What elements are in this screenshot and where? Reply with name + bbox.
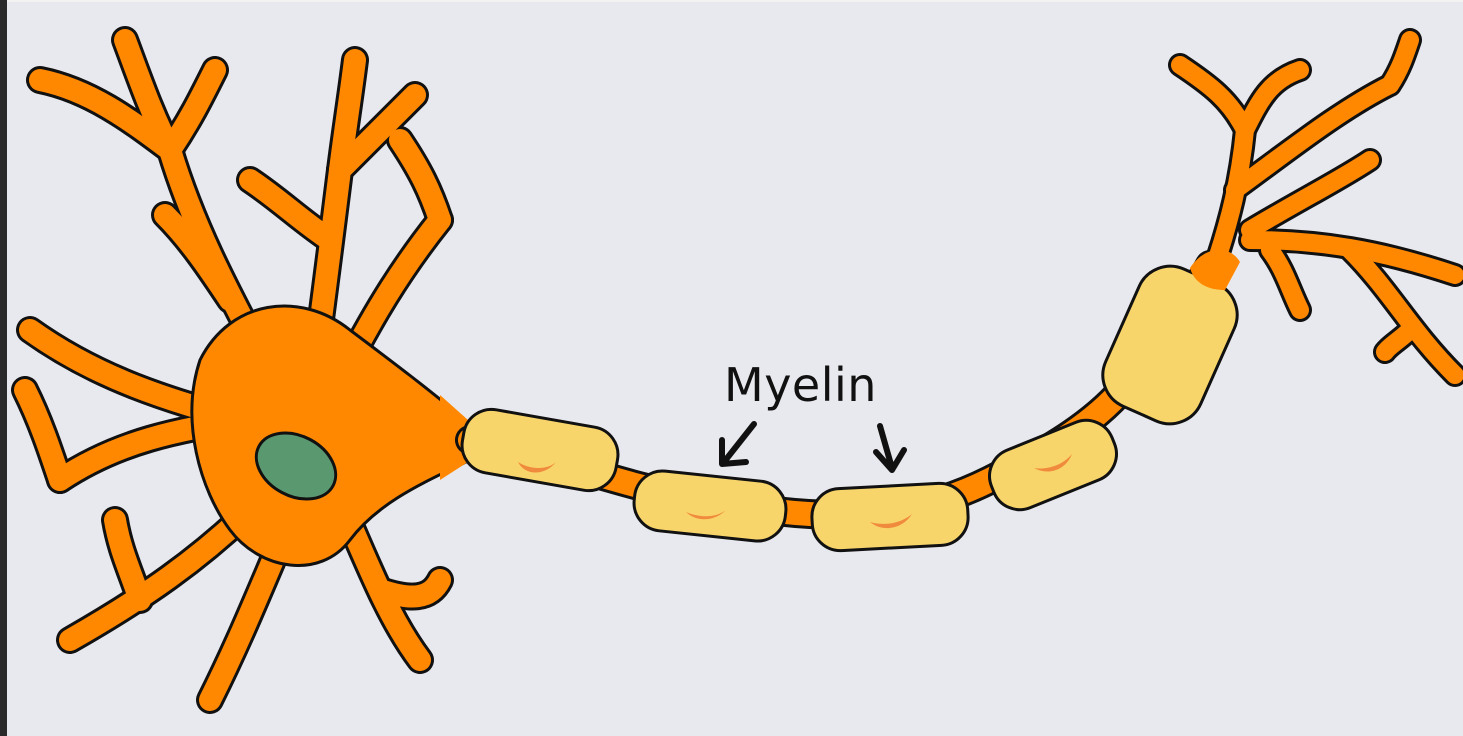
myelin-segment <box>981 412 1125 518</box>
myelin-label: Myelin <box>724 362 877 408</box>
arrow-icon <box>722 424 754 464</box>
myelin-segment <box>631 468 788 544</box>
myelin-segment <box>458 405 623 495</box>
myelin-segment <box>810 482 969 552</box>
cell-body <box>25 40 470 700</box>
arrow-icon <box>876 426 904 470</box>
